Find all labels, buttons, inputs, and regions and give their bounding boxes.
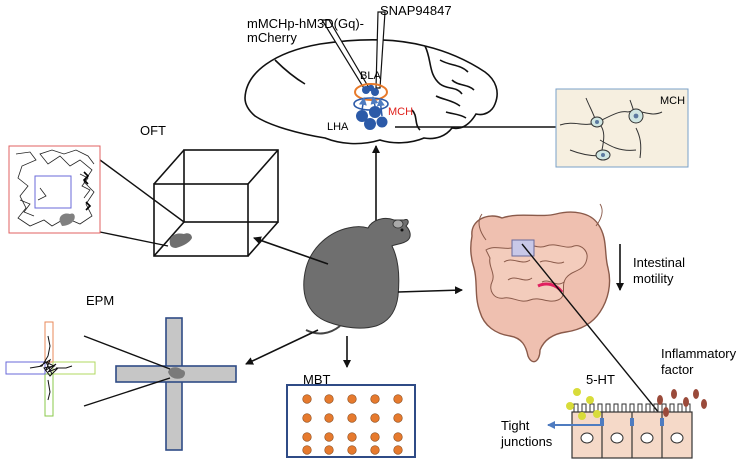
- intestinal-motility-line1: Intestinal: [633, 255, 686, 270]
- lha-label: LHA: [327, 121, 349, 133]
- marble: [370, 394, 380, 404]
- marble: [393, 432, 403, 442]
- mch-neuron-inset: [555, 88, 689, 168]
- plus-maze-icon: [115, 317, 237, 451]
- neural-circuit: [353, 83, 389, 130]
- epm-trace-inset: [5, 321, 96, 417]
- marble: [370, 445, 380, 455]
- marble-grid-icon: [286, 384, 416, 458]
- intestinal-motility-line2: motility: [633, 271, 674, 286]
- intestine-icon: [469, 203, 611, 363]
- marble: [393, 445, 403, 455]
- oft-trace-inset: [8, 145, 101, 234]
- cytokine-dots: [657, 389, 707, 417]
- marble: [324, 394, 334, 404]
- oft-label: OFT: [140, 123, 166, 138]
- tight-junctions-line2: junctions: [501, 434, 553, 449]
- epm-label: EPM: [86, 293, 115, 308]
- marble: [324, 445, 334, 455]
- marble: [347, 445, 357, 455]
- marble: [370, 432, 380, 442]
- marble: [302, 432, 312, 442]
- oft-mouse-icon: [169, 233, 192, 248]
- mch-inset-label: MCH: [660, 95, 686, 107]
- open-field-cube-icon: [153, 149, 279, 257]
- marble: [302, 445, 312, 455]
- marble: [393, 413, 403, 423]
- marble: [370, 413, 380, 423]
- mouse-silhouette-icon: [303, 217, 411, 335]
- bla-label: BLA: [360, 70, 381, 82]
- marble: [302, 413, 312, 423]
- antagonist-label: SNAP94847: [380, 3, 452, 18]
- marble: [302, 394, 312, 404]
- marble: [347, 413, 357, 423]
- marble: [347, 432, 357, 442]
- serotonin-label: 5-HT: [586, 372, 615, 387]
- marble: [347, 394, 357, 404]
- inflammatory-factor-line2: factor: [661, 362, 694, 377]
- virus-label-line2: mCherry: [247, 30, 297, 45]
- virus-label-line1: mMCHp-hM3D(Gq)-: [247, 16, 364, 31]
- inflammatory-factor-line1: Inflammatory: [661, 346, 737, 361]
- mch-label: MCH: [388, 106, 414, 118]
- serotonin-dots: [566, 388, 601, 420]
- marble: [393, 394, 403, 404]
- tight-junctions-line1: Tight: [501, 418, 530, 433]
- mbt-label: MBT: [303, 372, 331, 387]
- marble: [324, 432, 334, 442]
- injection-pipette: [320, 11, 386, 91]
- epithelium-icon: [571, 403, 693, 459]
- marble: [324, 413, 334, 423]
